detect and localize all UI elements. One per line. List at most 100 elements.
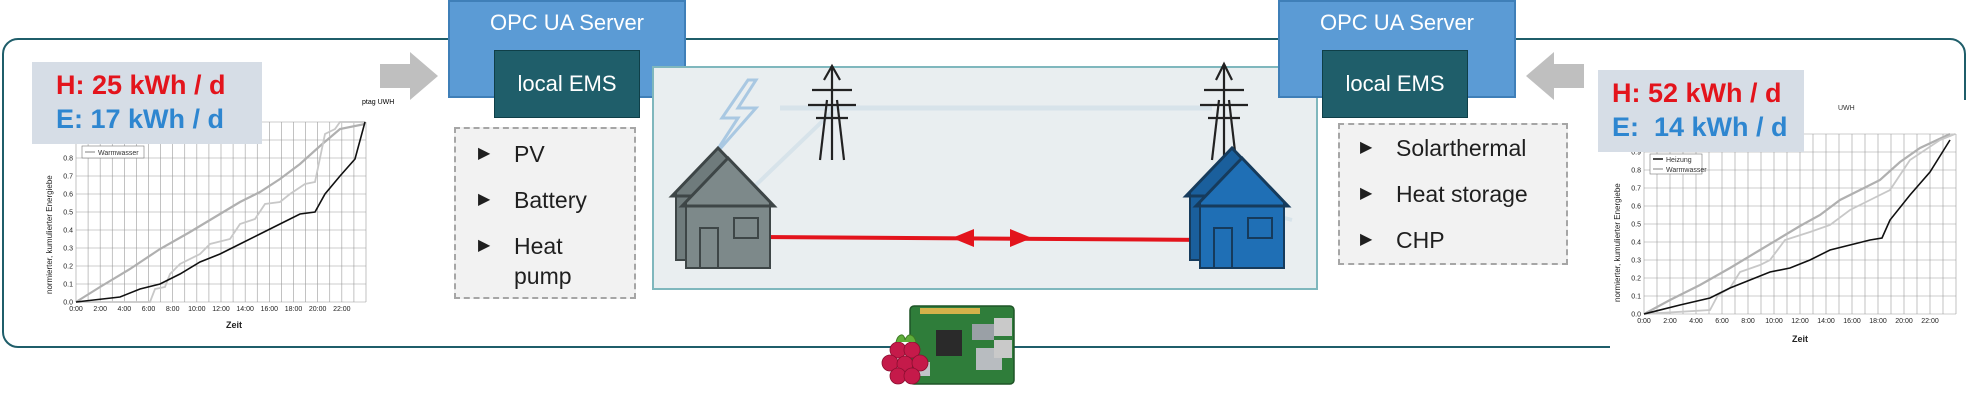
x-tick-label: 0:00 (69, 306, 83, 313)
warmwasser-line (75, 122, 366, 303)
local-ems-label: local EMS (1345, 71, 1445, 96)
arrow-right-icon (1010, 229, 1032, 247)
chart-legend-entry: Warmwasser (1666, 167, 1707, 174)
y-tick-label: 0.5 (1631, 222, 1641, 229)
chart-ylabel: normierter, kumulierter Energiebe (45, 175, 54, 294)
x-tick-label: 22:00 (333, 306, 351, 313)
grid-scene (668, 61, 1293, 269)
chart-ylabel: normierter, kumulierter Energiebe (1613, 183, 1622, 302)
asset-item-heat-pump: ▶ Heat pump (478, 231, 604, 291)
right-heat-demand: H: 52 kWh / d (1612, 78, 1782, 108)
left-asset-list: ▶ PV ▶ Battery ▶ Heat pump (454, 127, 636, 299)
bullet-icon: ▶ (1360, 139, 1373, 156)
opc-ua-server-label: OPC UA Server (489, 10, 645, 35)
x-tick-label: 18:00 (285, 306, 303, 313)
x-tick-label: 14:00 (1817, 318, 1835, 325)
y-tick-label: 0.4 (1631, 240, 1641, 247)
asset-item-pv: ▶ PV (478, 139, 545, 169)
raspberry-pi-icon (881, 305, 1015, 385)
bullet-icon: ▶ (478, 237, 491, 254)
x-tick-label: 22:00 (1921, 318, 1939, 325)
arrow-left-icon (952, 229, 974, 247)
asset-label: CHP (1396, 227, 1445, 253)
right-local-ems: local EMS (1322, 50, 1468, 118)
asset-label: Battery (514, 187, 587, 213)
asset-label: Heat storage (1396, 181, 1528, 207)
x-tick-label: 6:00 (142, 306, 156, 313)
y-tick-label: 0.5 (63, 210, 73, 217)
x-tick-label: 4:00 (1689, 318, 1703, 325)
house-icon (668, 145, 778, 269)
right-asset-list: ▶ Solarthermal ▶ Heat storage ▶ CHP (1338, 123, 1568, 265)
power-pylon-icon (808, 63, 856, 161)
x-tick-label: 18:00 (1869, 318, 1887, 325)
left-heat-demand: H: 25 kWh / d (56, 70, 226, 100)
x-tick-label: 16:00 (261, 306, 279, 313)
x-tick-label: 8:00 (166, 306, 180, 313)
x-tick-label: 8:00 (1741, 318, 1755, 325)
warmwasser-line (1643, 133, 1951, 315)
power-pylon-icon (1200, 61, 1248, 161)
bullet-icon: ▶ (1360, 231, 1373, 248)
chart-partial-title: ptag UWH (362, 99, 394, 106)
asset-item-battery: ▶ Battery (478, 185, 587, 215)
y-tick-label: 0.1 (63, 282, 73, 289)
left-local-ems: local EMS (494, 50, 640, 118)
x-tick-label: 10:00 (1765, 318, 1783, 325)
bullet-icon: ▶ (478, 145, 491, 162)
x-tick-label: 14:00 (236, 306, 254, 313)
arrow-right-icon (380, 52, 438, 100)
x-tick-label: 4:00 (118, 306, 132, 313)
y-tick-label: 0.0 (63, 300, 73, 307)
y-tick-label: 0.8 (1631, 168, 1641, 175)
lightning-icon (710, 78, 760, 159)
bullet-icon: ▶ (478, 191, 491, 208)
asset-label: Heat pump (514, 233, 572, 289)
y-tick-label: 0.2 (1631, 276, 1641, 283)
asset-label: Solarthermal (1396, 135, 1527, 161)
x-tick-label: 12:00 (212, 306, 230, 313)
x-tick-label: 6:00 (1715, 318, 1729, 325)
y-tick-label: 0.1 (1631, 294, 1641, 301)
opc-ua-server-label: OPC UA Server (1319, 10, 1475, 35)
chart-partial-title: UWH (1838, 105, 1855, 112)
bullet-icon: ▶ (1360, 185, 1373, 202)
right-electric-demand: E: 14 kWh / d (1612, 112, 1788, 142)
x-tick-label: 2:00 (93, 306, 107, 313)
y-tick-label: 0.0 (1631, 312, 1641, 319)
x-tick-label: 2:00 (1663, 318, 1677, 325)
x-tick-label: 12:00 (1791, 318, 1809, 325)
x-tick-label: 10:00 (188, 306, 206, 313)
y-tick-label: 0.7 (63, 174, 73, 181)
chart-legend-entry: Heizung (1666, 157, 1692, 164)
y-tick-label: 0.2 (63, 264, 73, 271)
chart-xlabel: Zeit (1792, 334, 1808, 344)
x-tick-label: 16:00 (1843, 318, 1861, 325)
warmwasser-step-line (76, 121, 365, 303)
x-tick-label: 0:00 (1637, 318, 1651, 325)
asset-item-heat-storage: ▶ Heat storage (1360, 179, 1528, 209)
chart-legend (81, 145, 145, 159)
right-energy-label-box: H: 52 kWh / d E: 14 kWh / d (1598, 70, 1804, 152)
y-tick-label: 0.7 (1631, 186, 1641, 193)
arrow-left-icon (1526, 52, 1584, 100)
heizung-line (1643, 139, 1951, 315)
left-energy-label-box: H: 25 kWh / d E: 17 kWh / d (32, 62, 262, 144)
x-tick-label: 20:00 (1895, 318, 1913, 325)
local-ems-label: local EMS (517, 71, 617, 96)
x-tick-label: 20:00 (309, 306, 327, 313)
asset-item-solarthermal: ▶ Solarthermal (1360, 133, 1527, 163)
asset-item-chp: ▶ CHP (1360, 225, 1445, 255)
asset-label: PV (514, 141, 545, 167)
y-tick-label: 0.9 (1631, 150, 1641, 157)
y-tick-label: 0.6 (1631, 204, 1641, 211)
y-tick-label: 0.3 (1631, 258, 1641, 265)
y-tick-label: 0.3 (63, 246, 73, 253)
heat-connection-line (761, 235, 1213, 242)
chart-xlabel: Zeit (226, 320, 242, 330)
left-electric-demand: E: 17 kWh / d (56, 104, 225, 134)
house-icon (1182, 145, 1292, 269)
y-tick-label: 0.6 (63, 192, 73, 199)
chart-legend-entry: Warmwasser (98, 150, 139, 157)
heizung-line (75, 121, 366, 303)
